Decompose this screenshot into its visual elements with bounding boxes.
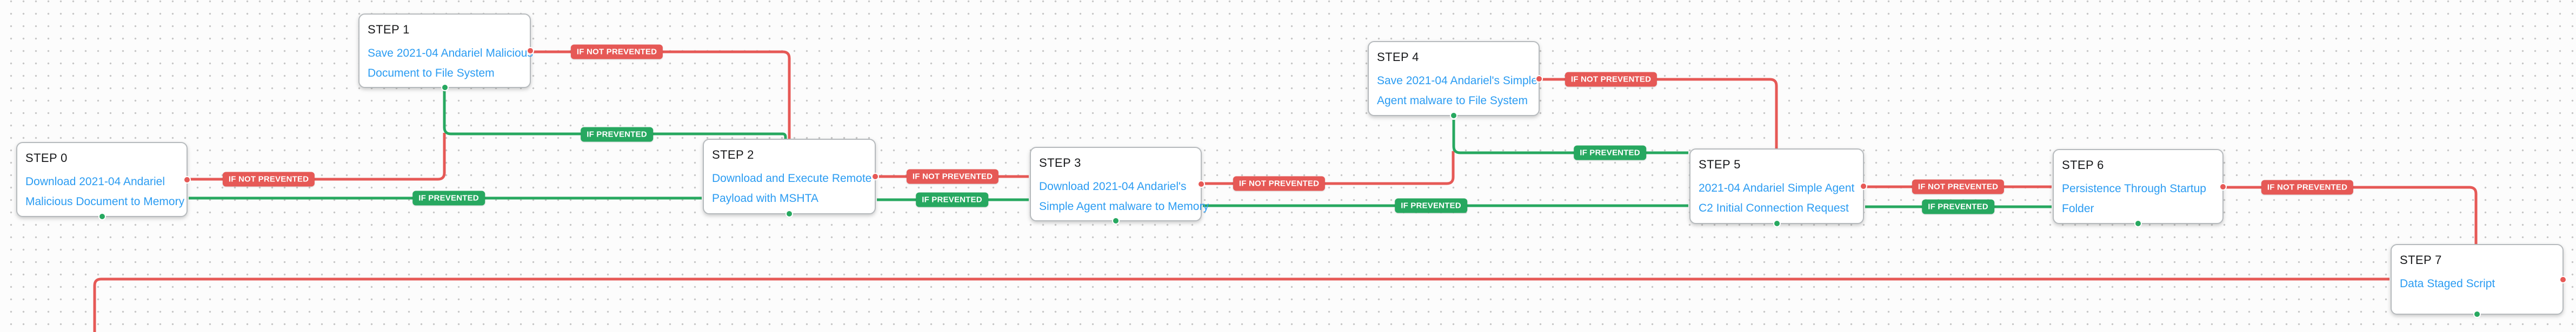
red-source-handle[interactable] — [1860, 182, 1867, 190]
if-prevented-label: IF PREVENTED — [412, 191, 485, 206]
if-not-prevented-label: IF NOT PREVENTED — [1233, 176, 1326, 191]
step-description-link[interactable]: Save 2021-04 Andariel's Simple Agent mal… — [1377, 71, 1538, 111]
green-source-handle[interactable] — [2134, 220, 2142, 227]
step-description-line: Malicious Document to Memory — [25, 195, 185, 208]
edge-step0-not-prevented[interactable] — [190, 133, 446, 181]
red-source-handle[interactable] — [1535, 74, 1543, 83]
step-description-line: Save 2021-04 Andariel's Simple — [1377, 74, 1538, 87]
edge-step1-not-prevented[interactable] — [534, 50, 791, 140]
step-node-1[interactable]: STEP 1 Save 2021-04 Andariel Malicious D… — [358, 13, 534, 91]
step-description-line: Download and Execute Remote — [712, 172, 872, 185]
step-description-line: C2 Initial Connection Request — [1699, 202, 1849, 214]
step-node-0[interactable]: STEP 0 Download 2021-04 Andariel Malicio… — [16, 142, 191, 220]
step-node-7[interactable]: STEP 7 Data Staged Script — [2391, 244, 2567, 318]
step-title: STEP 0 — [25, 151, 68, 165]
if-not-prevented-label: IF NOT PREVENTED — [2261, 180, 2354, 195]
step-description-line: Download 2021-04 Andariel — [25, 175, 165, 188]
green-source-handle[interactable] — [786, 210, 793, 218]
red-source-handle[interactable] — [2559, 275, 2567, 283]
step-description-line: Document to File System — [368, 67, 495, 79]
green-source-handle[interactable] — [2473, 310, 2481, 318]
green-source-handle[interactable] — [1450, 112, 1457, 119]
edge-step6-not-prevented[interactable] — [2226, 186, 2478, 245]
if-prevented-label: IF PREVENTED — [1922, 199, 1994, 214]
step-description-link[interactable]: Download and Execute Remote Payload with… — [712, 168, 872, 208]
step-node-2[interactable]: STEP 2 Download and Execute Remote Paylo… — [703, 139, 879, 218]
step-title: STEP 1 — [368, 23, 410, 36]
step-description-line: Download 2021-04 Andariel's — [1039, 180, 1187, 193]
if-prevented-label: IF PREVENTED — [1395, 198, 1467, 213]
green-source-handle[interactable] — [1112, 217, 1120, 225]
step-node-6[interactable]: STEP 6 Persistence Through Startup Folde… — [2053, 149, 2227, 227]
step-description-link[interactable]: Save 2021-04 Andariel Malicious Document… — [368, 43, 533, 83]
step-description-link[interactable]: 2021-04 Andariel Simple Agent C2 Initial… — [1699, 178, 1855, 218]
step-description-line: Data Staged Script — [2400, 277, 2495, 290]
edge-step3-not-prevented[interactable] — [1204, 151, 1455, 185]
step-description-link[interactable]: Data Staged Script — [2400, 274, 2554, 294]
step-title: STEP 6 — [2062, 158, 2104, 172]
red-source-handle[interactable] — [1197, 180, 1205, 188]
red-source-handle[interactable] — [183, 175, 191, 184]
step-node-3[interactable]: STEP 3 Download 2021-04 Andariel's Simpl… — [1030, 147, 1209, 225]
step-description-link[interactable]: Persistence Through Startup Folder — [2062, 179, 2214, 219]
step-description-line: 2021-04 Andariel Simple Agent — [1699, 182, 1855, 194]
edge-step4-not-prevented[interactable] — [1542, 78, 1778, 150]
if-not-prevented-label: IF NOT PREVENTED — [570, 44, 663, 59]
step-description-line: Payload with MSHTA — [712, 192, 818, 205]
if-not-prevented-label: IF NOT PREVENTED — [1912, 179, 2005, 194]
step-title: STEP 5 — [1699, 158, 1741, 171]
green-source-handle[interactable] — [1773, 220, 1781, 227]
if-not-prevented-label: IF NOT PREVENTED — [222, 172, 315, 187]
step-description-link[interactable]: Download 2021-04 Andariel Malicious Docu… — [25, 172, 185, 212]
step-node-5[interactable]: STEP 5 2021-04 Andariel Simple Agent C2 … — [1689, 148, 1867, 227]
green-source-handle[interactable] — [441, 84, 449, 91]
step-title: STEP 7 — [2400, 253, 2442, 267]
if-prevented-label: IF PREVENTED — [1574, 145, 1646, 160]
edge-step4-prevented[interactable] — [1452, 120, 1688, 154]
step-description-line: Save 2021-04 Andariel Malicious — [368, 47, 533, 59]
green-source-handle[interactable] — [98, 213, 106, 220]
red-source-handle[interactable] — [2219, 182, 2227, 191]
if-not-prevented-label: IF NOT PREVENTED — [1565, 72, 1658, 87]
if-prevented-label: IF PREVENTED — [581, 127, 653, 142]
step-title: STEP 3 — [1039, 156, 1081, 170]
red-source-handle[interactable] — [871, 173, 879, 180]
step-node-4[interactable]: STEP 4 Save 2021-04 Andariel's Simple Ag… — [1368, 41, 1543, 119]
step-description-line: Persistence Through Startup — [2062, 182, 2206, 195]
step-description-line: Agent malware to File System — [1377, 94, 1528, 107]
edge-step7-not-prevented[interactable] — [93, 277, 2389, 332]
if-not-prevented-label: IF NOT PREVENTED — [906, 169, 999, 184]
step-description-line: Simple Agent malware to Memory — [1039, 200, 1209, 213]
step-title: STEP 4 — [1377, 50, 1419, 64]
step-description-link[interactable]: Download 2021-04 Andariel's Simple Agent… — [1039, 177, 1209, 216]
step-description-line: Folder — [2062, 202, 2094, 215]
if-prevented-label: IF PREVENTED — [916, 192, 988, 207]
red-source-handle[interactable] — [527, 47, 534, 55]
step-title: STEP 2 — [712, 148, 754, 161]
